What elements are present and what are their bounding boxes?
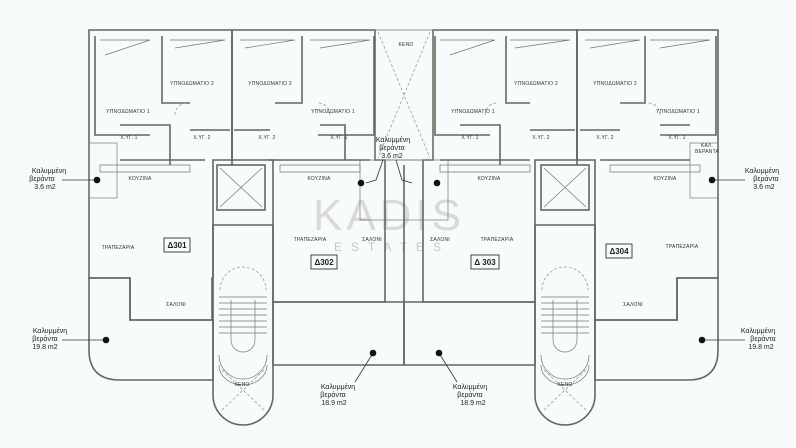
room-label: Χ.ΥΓ. 2 [596,135,613,141]
room-label: ΥΠΝΟΔΩΜΑΤΙΟ 1 [451,109,495,115]
unit-id: Δ302 [314,258,334,267]
logo-watermark: KADIS [313,191,465,240]
svg-text:Καλυμμένη: Καλυμμένη [741,327,775,335]
unit-d303[interactable] [422,29,578,303]
svg-text:19.8 m2: 19.8 m2 [748,344,773,351]
room-label: ΣΑΛΟΝΙ [623,302,643,308]
room-label: ΥΠΝΟΔΩΜΑΤΙΟ 2 [593,81,637,87]
room-label: Χ.ΥΓ. 1 [461,135,478,141]
room-label: Χ.ΥΓ. 2 [258,135,275,141]
room-label: ΤΡΑΠΕΖΑΡΙΑ [294,237,327,243]
room-label: ΥΠΝΟΔΩΜΑΤΙΟ 1 [106,109,150,115]
svg-text:Καλυμμένη: Καλυμμένη [33,327,67,335]
veranda-callout: Καλυμμένη βεράντα 18.9 m2 [320,349,377,407]
room-label: Χ.ΥΓ. 1 [668,135,685,141]
svg-text:Καλυμμένη: Καλυμμένη [321,383,355,391]
veranda-callout: Καλυμμένη βεράντα 3.6 m2 [357,136,441,187]
veranda-callout: Καλυμμένη βεράντα 3.6 m2 [708,167,779,191]
svg-text:3.6 m2: 3.6 m2 [34,184,56,191]
veranda-callout: Καλυμμένη βεράντα 19.8 m2 [698,327,776,351]
unit-d304-label[interactable]: Δ304 [605,243,633,259]
unit-id: Δ 303 [474,258,496,267]
unit-id: Δ301 [167,241,187,250]
terrace-right [594,277,719,381]
room-label: ΚΑΛ. [701,143,713,149]
svg-text:βεράντα: βεράντα [379,144,404,152]
room-label: ΚΟΥΖΙΝΑ [477,176,500,182]
unit-d302-label[interactable]: Δ302 [310,254,338,270]
svg-text:Καλυμμένη: Καλυμμένη [745,167,779,175]
interior-walls [94,36,717,173]
room-label: ΥΠΝΟΔΩΜΑΤΙΟ 2 [170,81,214,87]
room-label: ΣΑΛΟΝΙ [430,237,450,243]
svg-text:βεράντα: βεράντα [320,391,345,399]
room-label: Χ.ΥΓ. 1 [330,135,347,141]
room-label: ΤΡΑΠΕΖΑΡΙΑ [102,245,135,251]
unit-d302[interactable] [231,29,386,303]
unit-d301-label[interactable]: Δ301 [163,237,191,253]
room-label: ΥΠΝΟΔΩΜΑΤΙΟ 1 [656,109,700,115]
room-label: ΣΑΛΟΝΙ [362,237,382,243]
room-label: ΣΑΛΟΝΙ [166,302,186,308]
room-label: ΚΟΥΖΙΝΑ [128,176,151,182]
unit-d304[interactable] [576,29,719,321]
veranda-right-small [689,142,719,199]
unit-id: Δ304 [609,247,629,256]
veranda-callout: Καλυμμένη βεράντα 19.8 m2 [32,327,110,351]
unit-d301[interactable] [88,29,233,321]
svg-text:βεράντα: βεράντα [457,391,482,399]
veranda-callout: Καλυμμένη βεράντα 3.6 m2 [29,167,101,191]
svg-text:Καλυμμένη: Καλυμμένη [376,136,410,144]
svg-text:3.6 m2: 3.6 m2 [381,153,403,160]
room-label: ΥΠΝΟΔΩΜΑΤΙΟ 1 [311,109,355,115]
svg-text:βεράντα: βεράντα [753,175,778,183]
terrace-middle-right [403,301,536,366]
room-label: ΤΡΑΠΕΖΑΡΙΑ [481,237,514,243]
room-label: ΚΟΥΖΙΝΑ [307,176,330,182]
room-label: ΚΟΥΖΙΝΑ [653,176,676,182]
svg-text:19.8 m2: 19.8 m2 [32,344,57,351]
svg-text:βεράντα: βεράντα [32,335,57,343]
void-label: ΚΕΝΟ [235,382,250,388]
unit-d303-label[interactable]: Δ 303 [470,254,500,270]
veranda-callout: Καλυμμένη βεράντα 18.9 m2 [435,349,487,407]
svg-text:Καλυμμένη: Καλυμμένη [453,383,487,391]
void-label: ΚΕΝΟ [399,42,414,48]
void-label: ΚΕΝΟ [558,382,573,388]
svg-text:Καλυμμένη: Καλυμμένη [32,167,66,175]
terrace-middle-left [272,301,405,366]
room-label: ΒΕΡΑΝΤΑ [695,149,719,155]
svg-text:18.9 m2: 18.9 m2 [321,400,346,407]
stair-tower-left [212,164,274,426]
svg-text:18.9 m2: 18.9 m2 [460,400,485,407]
room-labels: ΚΕΝΟ ΥΠΝΟΔΩΜΑΤΙΟ 2 ΥΠΝΟΔΩΜΑΤΙΟ 2 ΥΠΝΟΔΩΜ… [102,42,720,388]
stair-tower-right [534,164,596,426]
room-label: Χ.ΥΓ. 2 [193,135,210,141]
svg-text:βεράντα: βεράντα [750,335,775,343]
room-label: ΥΠΝΟΔΩΜΑΤΙΟ 2 [514,81,558,87]
logo-watermark-sub: ESTATES [334,240,450,254]
svg-text:3.6 m2: 3.6 m2 [753,184,775,191]
veranda-left-small [88,142,118,199]
room-label: ΥΠΝΟΔΩΜΑΤΙΟ 2 [248,81,292,87]
room-label: ΤΡΑΠΕΖΑΡΙΑ [666,244,699,250]
terrace-left [88,277,214,381]
room-label: Χ.ΥΓ. 1 [120,135,137,141]
room-label: Χ.ΥΓ. 2 [532,135,549,141]
svg-text:βεράντα: βεράντα [29,175,54,183]
